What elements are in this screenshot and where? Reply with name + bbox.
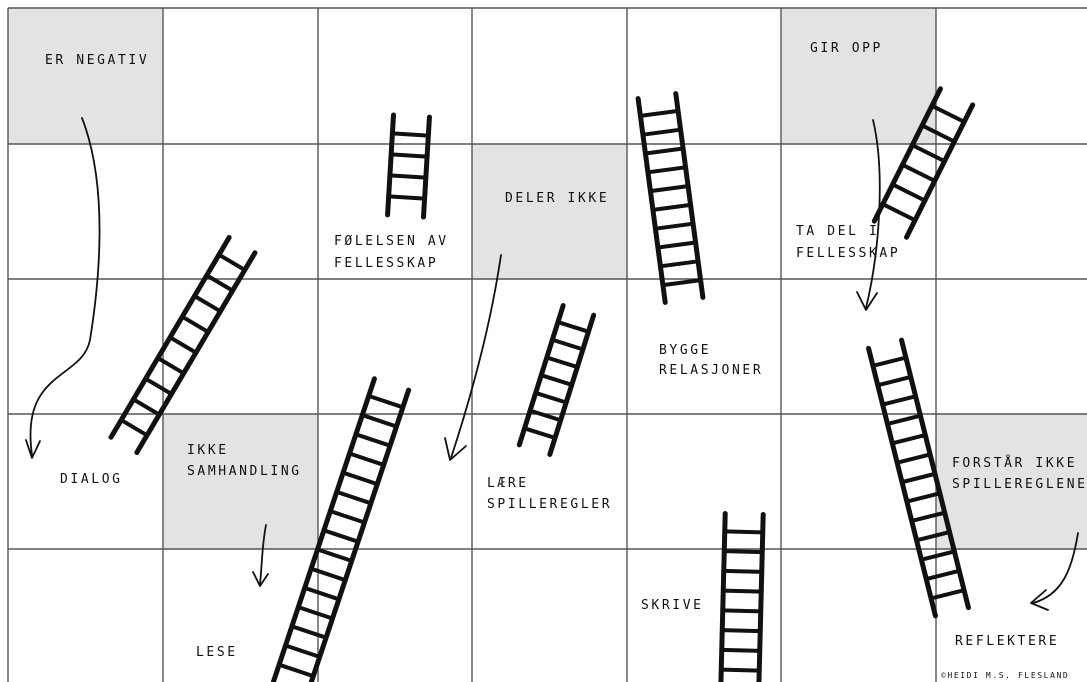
ladder-rung: [362, 415, 396, 426]
ladder-rail: [676, 94, 703, 298]
ladder-rung: [536, 393, 567, 403]
ladder-rung: [547, 357, 578, 367]
ladder-rail: [423, 117, 429, 217]
ladder-rung: [356, 434, 390, 445]
ladder-rung: [392, 133, 428, 135]
ladder-rung: [525, 428, 556, 438]
ladder-rung: [883, 204, 915, 220]
ladder-rung: [658, 242, 696, 247]
ladder-rung: [343, 473, 377, 484]
ladder-rung: [350, 454, 384, 465]
ladder-rung: [170, 337, 196, 352]
ladder-rung: [912, 513, 945, 521]
ladder: [388, 115, 430, 217]
ladder: [111, 237, 255, 452]
arrows: [26, 118, 1078, 610]
ladder: [874, 89, 972, 237]
ladder-rung: [932, 106, 964, 122]
ladder-rung: [878, 377, 911, 385]
ladder-rung: [921, 551, 954, 559]
ladder-rung: [722, 650, 760, 651]
ladder-rung: [552, 340, 583, 350]
ladder: [273, 379, 408, 682]
ladder-rung: [389, 196, 425, 198]
ladder-rung: [146, 379, 172, 394]
ladder-rung: [893, 184, 925, 200]
ladder-rung: [318, 550, 352, 561]
ladder-rung: [724, 551, 762, 552]
arrow-deler-ikke-to-ikke-samhandling: [451, 255, 501, 458]
ladder-rung: [133, 399, 159, 414]
ladder-rung: [182, 317, 208, 332]
ladder-rung: [663, 280, 701, 285]
ladder-rail: [759, 514, 763, 682]
ladder-rung: [337, 492, 371, 503]
ladder-rung: [655, 224, 693, 229]
ladder: [869, 340, 969, 616]
ladder-rung: [897, 454, 930, 462]
ladder-rung: [330, 511, 364, 522]
ladder-rung: [648, 167, 686, 172]
ladder-rung: [902, 165, 934, 181]
ladder-rung: [722, 630, 760, 631]
ladder-rung: [195, 296, 221, 311]
ladder-rung: [391, 154, 427, 156]
ladder-rung: [926, 571, 959, 579]
ladder-rail: [638, 99, 665, 303]
ladder-rung: [653, 205, 691, 210]
ladder-rail: [388, 115, 394, 215]
ladder-rung: [873, 358, 906, 366]
ladder-rung: [121, 420, 147, 435]
ladder-rung: [922, 125, 954, 141]
ladder-rung: [219, 255, 245, 270]
ladder-rung: [883, 396, 916, 404]
ladder: [721, 514, 763, 682]
ladder-rung: [902, 474, 935, 482]
ladder-rung: [917, 532, 950, 540]
ladder-rung: [369, 396, 403, 407]
ladder-rung: [892, 435, 925, 443]
ladder-rung: [286, 646, 320, 657]
ladder-rung: [724, 571, 762, 572]
ladder-rung: [907, 493, 940, 501]
ladder-rung: [158, 358, 184, 373]
ladder-rung: [723, 591, 761, 592]
ladder-rung: [305, 588, 339, 599]
ladder-rung: [530, 411, 561, 421]
ladder-rung: [324, 530, 358, 541]
ladder-rung: [390, 175, 426, 177]
ladder-rung: [292, 626, 326, 637]
ladder-rung: [650, 186, 688, 191]
arrow-forstar-to-reflektere: [1033, 533, 1078, 603]
ladder-rung: [645, 148, 683, 153]
arrow-er-negativ-to-dialog: [30, 118, 99, 455]
ladder-rung: [558, 322, 589, 332]
ladder: [519, 306, 593, 455]
ladder-rung: [643, 130, 681, 135]
ladder-rung: [887, 416, 920, 424]
ladder-rung: [541, 375, 572, 385]
ladder-rung: [723, 610, 761, 611]
ladder-rung: [279, 665, 313, 676]
ladder-rung: [311, 569, 345, 580]
ladder-rung: [660, 261, 698, 266]
ladder-rung: [298, 607, 332, 618]
ladder-rung: [725, 531, 763, 532]
ladder: [638, 94, 703, 303]
ladder-rung: [912, 145, 944, 161]
ladders: [111, 89, 973, 682]
ladder-rail: [721, 514, 725, 682]
arrow-er-negativ-head: [26, 440, 40, 458]
arrow-ikke-samhandling-to-lese: [260, 525, 266, 584]
ladder-rung: [721, 670, 759, 671]
ladder-rung: [640, 111, 678, 116]
ladder-rung: [207, 275, 233, 290]
